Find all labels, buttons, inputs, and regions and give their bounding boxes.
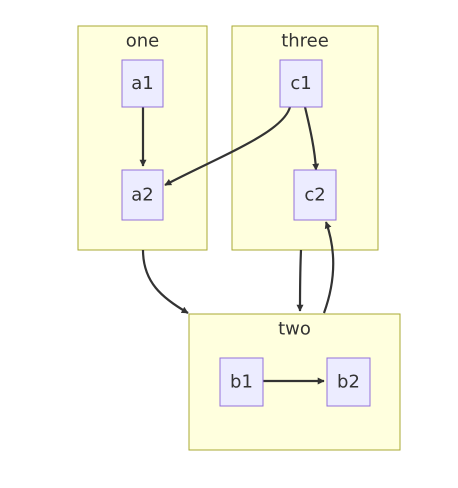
node-a2: a2	[121, 169, 164, 221]
node-b2-label: b2	[337, 372, 360, 393]
edge-one-to-two	[141, 249, 189, 314]
node-b1: b1	[219, 357, 264, 407]
edge-two-to-c2	[322, 221, 335, 314]
node-c2-label: c2	[304, 185, 325, 206]
subgraph-three-label: three	[281, 31, 329, 52]
node-a1: a1	[121, 59, 164, 108]
node-a1-label: a1	[131, 73, 153, 94]
subgraph-two-label: two	[278, 319, 311, 340]
node-b1-label: b1	[230, 372, 253, 393]
subgraph-one-label: one	[126, 31, 160, 52]
node-b2: b2	[326, 357, 371, 407]
node-c2: c2	[293, 169, 337, 221]
edge-c1-to-a2	[164, 106, 292, 186]
edge-three-to-two	[296, 249, 304, 312]
node-c1: c1	[279, 59, 323, 108]
node-c1-label: c1	[290, 73, 311, 94]
edge-c1-to-c2	[303, 106, 320, 171]
node-a2-label: a2	[131, 185, 153, 206]
